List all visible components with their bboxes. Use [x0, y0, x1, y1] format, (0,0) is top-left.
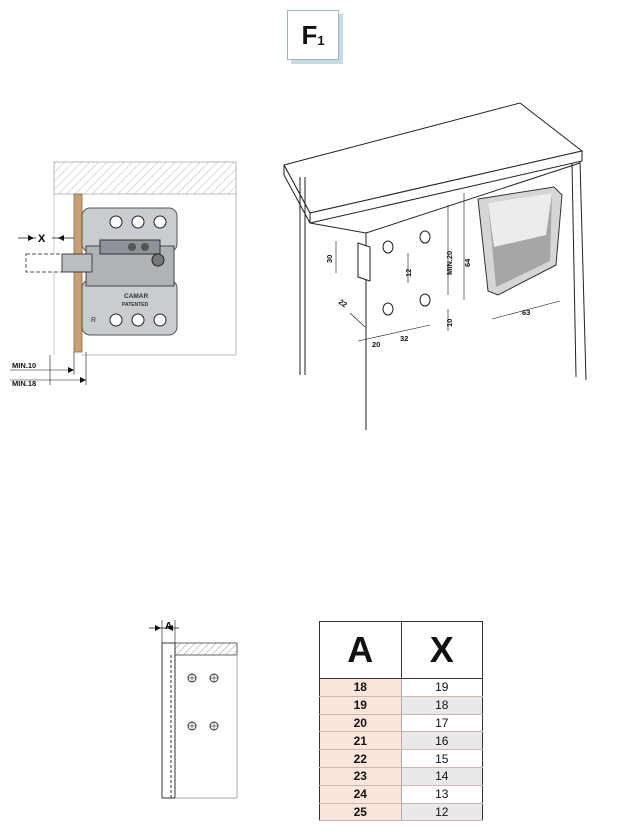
cell-x: 14 — [401, 767, 483, 786]
cabinet-perspective-drawing: 30 22 20 32 12 MIN.20 64 10 63 — [283, 102, 587, 430]
cell-a: 21 — [319, 731, 402, 751]
dim-64-label: 64 — [463, 258, 472, 267]
dim-32-label: 32 — [400, 334, 408, 343]
mount-hole — [419, 293, 431, 307]
mount-hole — [382, 240, 394, 254]
badge-letter: F — [301, 19, 318, 50]
cell-a: 22 — [319, 749, 402, 768]
dim-63-label: 63 — [522, 308, 530, 317]
hinge-notch — [357, 242, 371, 282]
panel-side — [161, 642, 176, 799]
header-a: A — [319, 621, 402, 679]
cell-x: 18 — [401, 696, 483, 715]
dim-30-label: 30 — [325, 255, 334, 263]
cell-a: 18 — [319, 678, 402, 697]
table-header-row: A X — [319, 621, 483, 679]
cell-a: 23 — [319, 767, 402, 786]
dim-20-label: 20 — [372, 340, 380, 349]
dim-min20-label: MIN.20 — [445, 251, 454, 275]
dim-min10-label: MIN.10 — [12, 361, 36, 370]
mount-hole — [382, 302, 394, 316]
badge-subscript: 1 — [317, 32, 325, 48]
side-panel — [73, 193, 83, 353]
dim-min18-label: MIN.18 — [12, 379, 36, 388]
hinge-brand-label: CAMAR — [124, 293, 148, 300]
dim-a-label: A — [165, 621, 172, 632]
cell-x: 15 — [401, 749, 483, 768]
top-panel — [53, 161, 237, 195]
cell-x: 17 — [401, 714, 483, 733]
cell-x: 19 — [401, 678, 483, 697]
dim-x-label: X — [38, 233, 46, 245]
cell-a: 25 — [319, 803, 402, 822]
mount-hole — [419, 230, 431, 244]
cell-x: 16 — [401, 731, 483, 751]
hinge-section-drawing: CAMAR PATENTED R X MIN.10 MIN.18 — [10, 161, 237, 388]
header-x: X — [400, 621, 483, 679]
dim-22-label: 22 — [337, 297, 349, 309]
cell-a: 20 — [319, 714, 402, 733]
dim-10-label: 10 — [445, 319, 454, 327]
dim-12-label: 12 — [404, 269, 413, 277]
cell-x: 13 — [401, 785, 483, 804]
cell-a: 19 — [319, 696, 402, 715]
hinge-patented-label: PATENTED — [122, 302, 149, 308]
panel-section-drawing: A — [149, 620, 238, 799]
hinge-r-label: R — [91, 317, 96, 324]
cell-a: 24 — [319, 785, 402, 804]
cell-x: 12 — [401, 803, 483, 822]
